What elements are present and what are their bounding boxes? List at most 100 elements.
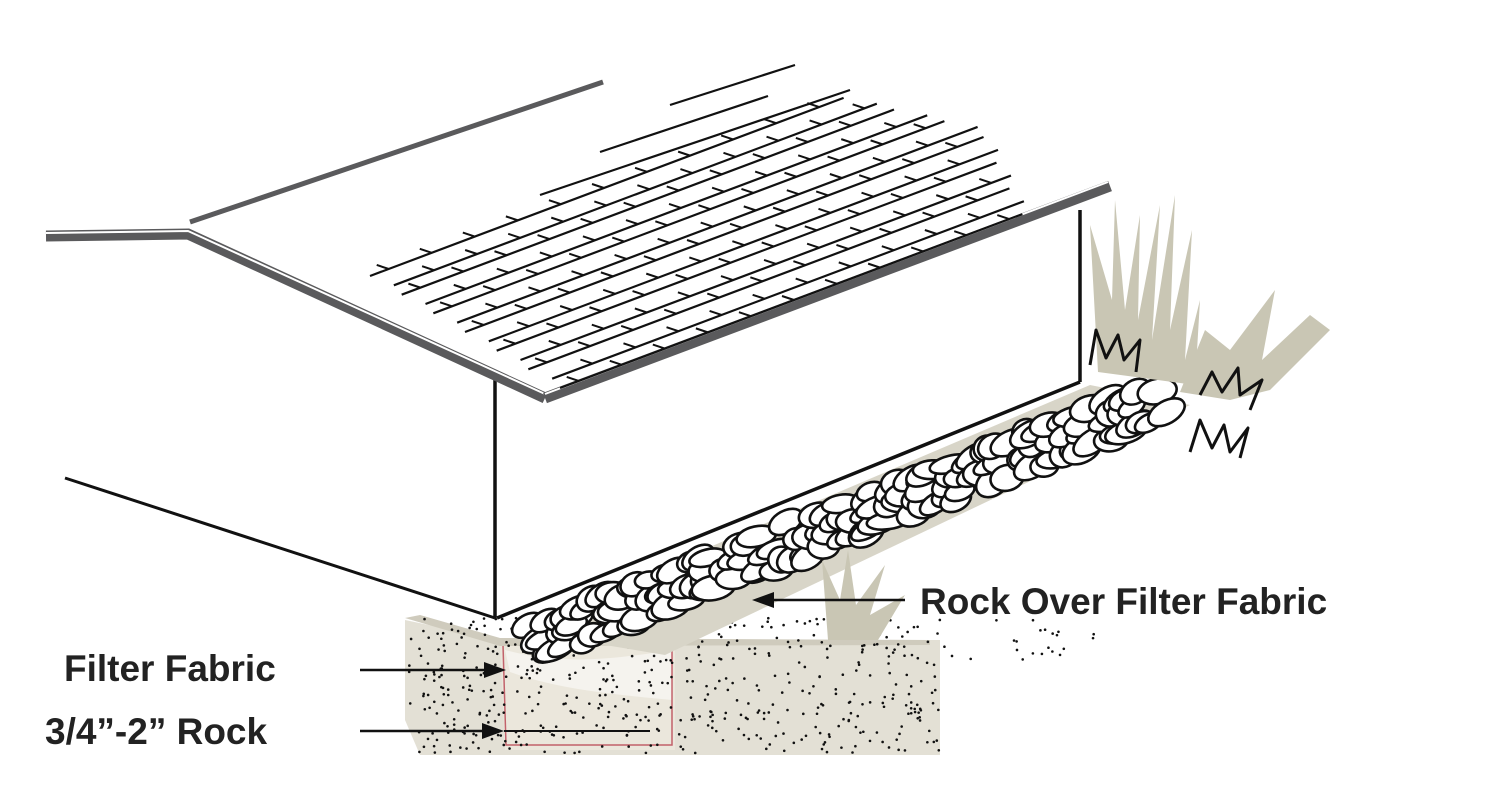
soil-dot <box>852 692 856 696</box>
soil-dot <box>1012 639 1016 642</box>
shingle-row <box>539 88 851 197</box>
shingle-tab <box>709 310 722 316</box>
soil-dot <box>919 679 923 683</box>
shingle-tab <box>838 261 852 268</box>
shingle-tab <box>824 278 838 285</box>
shingle-tab <box>482 285 496 292</box>
soil-dot <box>418 750 421 754</box>
shingle-tab <box>795 277 809 284</box>
shingle-tab <box>686 239 700 245</box>
soil-dot <box>1039 629 1042 632</box>
soil-dot <box>767 654 771 657</box>
shingle-tab <box>978 177 992 184</box>
soil-dot <box>524 712 527 715</box>
soil-dot <box>489 695 493 699</box>
shingle-tab <box>695 327 709 334</box>
soil-dot <box>762 717 766 721</box>
roof-shingles <box>369 63 1025 390</box>
soil-dot <box>812 684 815 688</box>
soil-dot <box>471 741 475 744</box>
shingle-tab <box>720 134 734 141</box>
soil-dot <box>449 750 452 754</box>
soil-dot <box>474 733 478 737</box>
soil-dot <box>894 683 898 686</box>
shingle-tab <box>915 140 929 147</box>
shingle-row <box>551 200 1025 380</box>
soil-dot <box>933 675 937 678</box>
shingle-tab <box>376 264 390 270</box>
soil-dot <box>562 735 565 739</box>
soil-dot <box>828 735 831 739</box>
label-rock-over-filter-fabric: Rock Over Filter Fabric <box>920 581 1327 622</box>
shingle-tab <box>548 339 562 346</box>
soil-dot <box>670 661 674 665</box>
soil-dot <box>598 702 602 706</box>
soil-dot <box>573 751 576 755</box>
soil-dot <box>489 688 493 692</box>
soil-dot <box>646 659 650 663</box>
shingle-tab <box>795 136 809 143</box>
shingle-tab <box>858 174 872 181</box>
soil-dot <box>528 676 531 680</box>
soil-dot <box>499 734 503 737</box>
shingle-tab <box>632 290 645 296</box>
soil-dot <box>647 719 650 722</box>
soil-dot <box>1051 650 1054 653</box>
shingle-tab <box>761 241 775 248</box>
shingle-tab <box>793 260 806 267</box>
soil-dot <box>482 689 485 693</box>
shingle-tab <box>861 191 874 198</box>
soil-dot <box>699 660 702 663</box>
rock <box>1147 397 1186 428</box>
soil-dot <box>747 702 750 705</box>
soil-dot <box>767 616 770 620</box>
soil-dot <box>885 646 888 650</box>
shingle-tab <box>784 171 797 178</box>
soil-dot <box>1047 646 1050 650</box>
shingle-tab <box>571 270 584 277</box>
shingle-tab <box>772 206 786 213</box>
soil-dot <box>551 678 555 681</box>
soil-dot <box>933 688 937 692</box>
soil-dot <box>900 635 904 638</box>
soil-dot <box>851 751 854 754</box>
soil-dot <box>479 673 483 677</box>
soil-dot <box>526 668 529 672</box>
soil-dot <box>476 644 479 648</box>
soil-dot <box>508 747 511 750</box>
soil-dot <box>916 625 919 629</box>
soil-dot <box>504 739 507 743</box>
soil-dot <box>486 647 490 651</box>
soil-dot <box>627 745 630 748</box>
rock-bed <box>510 377 1190 664</box>
shingle-tab <box>453 283 467 290</box>
soil-dot <box>841 673 845 677</box>
soil-dot <box>837 724 840 728</box>
soil-dot <box>451 701 454 704</box>
soil-dot <box>513 643 517 646</box>
shingle-tab <box>514 303 528 310</box>
soil-dot <box>742 733 746 737</box>
soil-dot <box>825 647 829 651</box>
shingle-tab <box>890 192 904 199</box>
soil-dot <box>907 692 911 696</box>
soil-dot <box>834 688 838 691</box>
soil-dot <box>505 640 508 644</box>
shingle-tab <box>698 204 711 211</box>
shingle-tab <box>781 295 795 301</box>
soil-dot <box>822 617 826 621</box>
soil-dot <box>767 711 771 714</box>
shingle-tab <box>840 138 854 145</box>
shingle-tab <box>754 170 768 177</box>
soil-dot <box>574 671 577 675</box>
soil-dot <box>822 743 826 746</box>
soil-dot <box>1015 648 1019 652</box>
soil-dot <box>582 716 585 719</box>
soil-dot <box>519 743 523 747</box>
soil-dot <box>440 637 443 641</box>
soil-dot <box>898 732 901 736</box>
shingle-tab <box>611 236 625 243</box>
soil-dot <box>419 654 423 658</box>
soil-dot <box>937 708 940 712</box>
soil-dot <box>795 620 799 623</box>
